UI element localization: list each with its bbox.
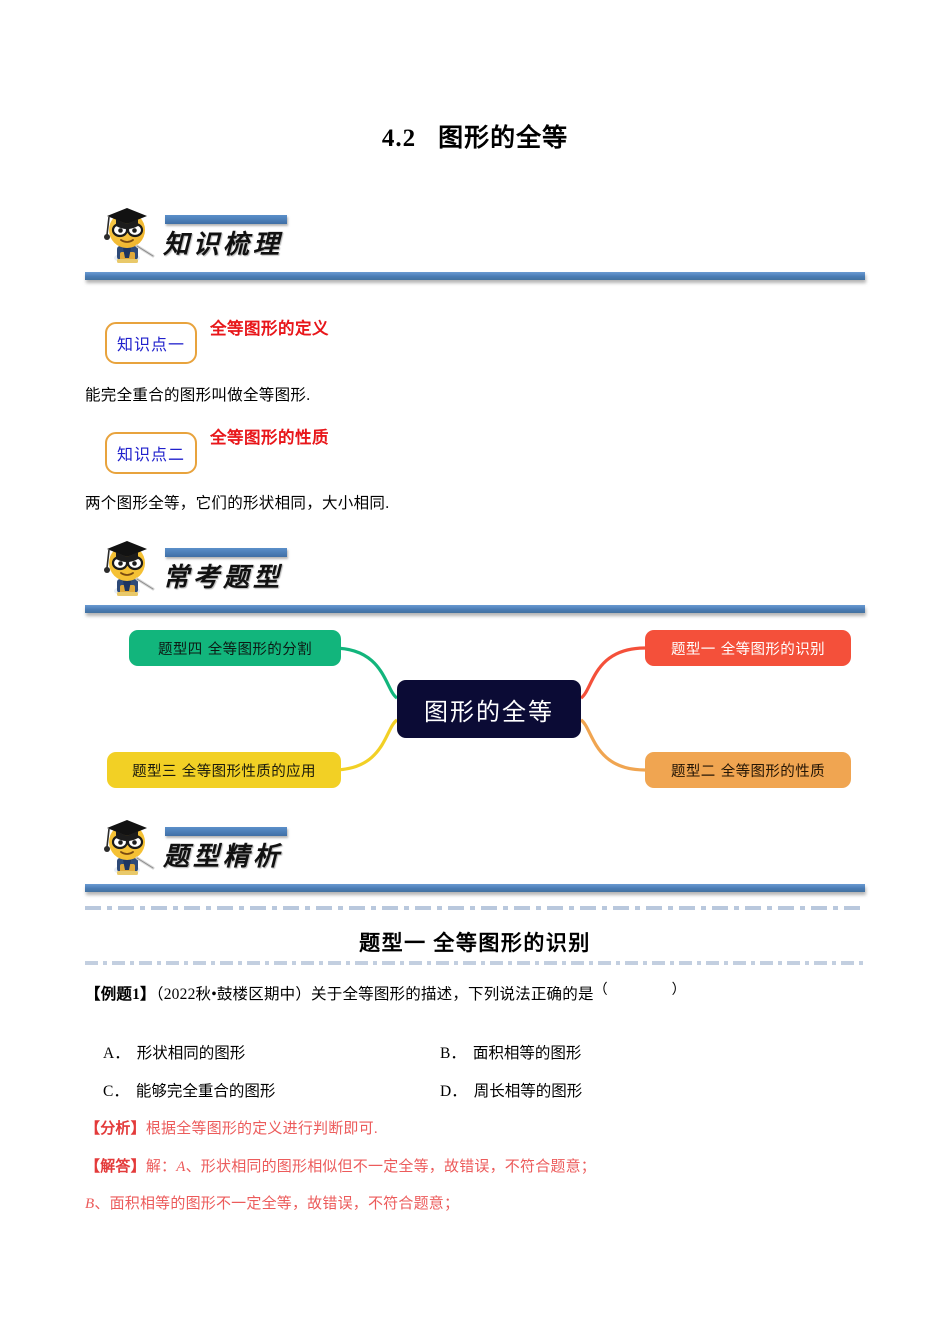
mindmap-diagram: 题型四 全等图形的分割 题型三 全等图形性质的应用 图形的全等 题型一 全等图形…: [85, 618, 865, 798]
section-header-common-question-types: 常考题型: [85, 533, 865, 621]
mindmap-node-bottom-left[interactable]: 题型三 全等图形性质的应用: [107, 752, 341, 788]
option-a-text: 形状相同的图形: [136, 1045, 246, 1062]
example-source: （2022秋•鼓楼区期中）: [155, 986, 312, 1003]
option-a[interactable]: A． 形状相同的图形: [103, 1041, 245, 1063]
example-text: 关于全等图形的描述，下列说法正确的是: [311, 986, 594, 1003]
knowledge-point-badge-label-1: 知识点一: [116, 337, 185, 354]
example-question: 【例题1】（2022秋•鼓楼区期中）关于全等图形的描述，下列说法正确的是（ ）: [85, 982, 698, 1004]
knowledge-point-body-2: 两个图形全等，它们的形状相同，大小相同.: [85, 495, 390, 512]
solution-line-1: 【解答】解：A、形状相同的图形相似但不一定全等，故错误，不符合题意；: [85, 1155, 596, 1176]
section-header-accent-bar: [165, 548, 287, 557]
option-c-label: C．: [103, 1083, 129, 1100]
solution-var-a: A: [176, 1159, 186, 1175]
divider-top: [85, 906, 865, 910]
mindmap-node-label: 题型二 全等图形的性质: [670, 763, 825, 780]
section-header-rule: [85, 884, 865, 892]
mindmap-node-top-right[interactable]: 题型一 全等图形的识别: [645, 630, 851, 666]
mindmap-node-label: 题型一 全等图形的识别: [670, 641, 825, 658]
page-title: 4.2 图形的全等: [0, 118, 950, 154]
divider-bottom: [85, 961, 865, 965]
section-header-question-analysis: 题型精析: [85, 812, 865, 900]
mindmap-center-node[interactable]: 图形的全等: [397, 680, 581, 738]
section-header-accent-bar: [165, 827, 287, 836]
solution-line-2: B、面积相等的图形不一定全等，故错误，不符合题意；: [85, 1192, 459, 1213]
solution-text-b: 、面积相等的图形不一定全等，故错误，不符合题意；: [94, 1196, 460, 1212]
option-a-label: A．: [103, 1045, 130, 1062]
example-label: 【例题1】: [85, 986, 156, 1003]
knowledge-point-badge-label-2: 知识点二: [116, 447, 185, 464]
knowledge-point-badge-2: 知识点二: [105, 432, 197, 474]
option-c[interactable]: C． 能够完全重合的图形: [103, 1079, 275, 1101]
mindmap-node-top-left[interactable]: 题型四 全等图形的分割: [129, 630, 341, 666]
analysis-text: 根据全等图形的定义进行判断即可.: [145, 1121, 378, 1137]
option-d-label: D．: [440, 1083, 467, 1100]
solution-label: 【解答】: [85, 1159, 146, 1175]
graduate-mascot-icon: [104, 541, 155, 596]
option-d-text: 周长相等的图形: [473, 1083, 583, 1100]
mindmap-center-label: 图形的全等: [424, 697, 554, 726]
option-b[interactable]: B． 面积相等的图形: [440, 1041, 581, 1063]
graduate-mascot-icon: [104, 208, 155, 263]
page-title-text: 图形的全等: [438, 125, 569, 152]
solution-var-b: B: [85, 1196, 95, 1212]
option-b-label: B．: [440, 1045, 466, 1062]
option-d[interactable]: D． 周长相等的图形: [440, 1079, 582, 1101]
section-header-accent-bar: [165, 215, 287, 224]
mindmap-connectors: [332, 646, 646, 772]
option-b-text: 面积相等的图形: [472, 1045, 582, 1062]
solution-prefix: 解：: [145, 1159, 177, 1175]
section-header-label: 常考题型: [163, 563, 284, 592]
solution-text-a: 、形状相同的图形相似但不一定全等，故错误，不符合题意；: [185, 1159, 596, 1175]
knowledge-point-title-1: 全等图形的定义: [210, 320, 329, 338]
analysis-line: 【分析】根据全等图形的定义进行判断即可.: [85, 1117, 378, 1138]
knowledge-point-body-1: 能完全重合的图形叫做全等图形.: [85, 387, 311, 404]
answer-blank[interactable]: （ ）: [593, 983, 698, 998]
knowledge-point-badge-1: 知识点一: [105, 322, 197, 364]
section-header-rule: [85, 272, 865, 280]
section-header-label: 知识梳理: [163, 230, 284, 259]
section-header-rule: [85, 605, 865, 613]
knowledge-point-title-2: 全等图形的性质: [210, 429, 329, 447]
graduate-mascot-icon: [104, 820, 155, 875]
section-header-label: 题型精析: [163, 842, 284, 871]
option-c-text: 能够完全重合的图形: [135, 1083, 276, 1100]
analysis-label: 【分析】: [85, 1121, 146, 1137]
mindmap-node-label: 题型四 全等图形的分割: [157, 641, 312, 658]
section-header-knowledge-review: 知识梳理: [85, 200, 865, 288]
question-type-heading: 题型一 全等图形的识别: [359, 931, 591, 955]
mindmap-node-label: 题型三 全等图形性质的应用: [132, 763, 316, 780]
mindmap-node-bottom-right[interactable]: 题型二 全等图形的性质: [645, 752, 851, 788]
page-title-number: 4.2: [381, 125, 417, 152]
